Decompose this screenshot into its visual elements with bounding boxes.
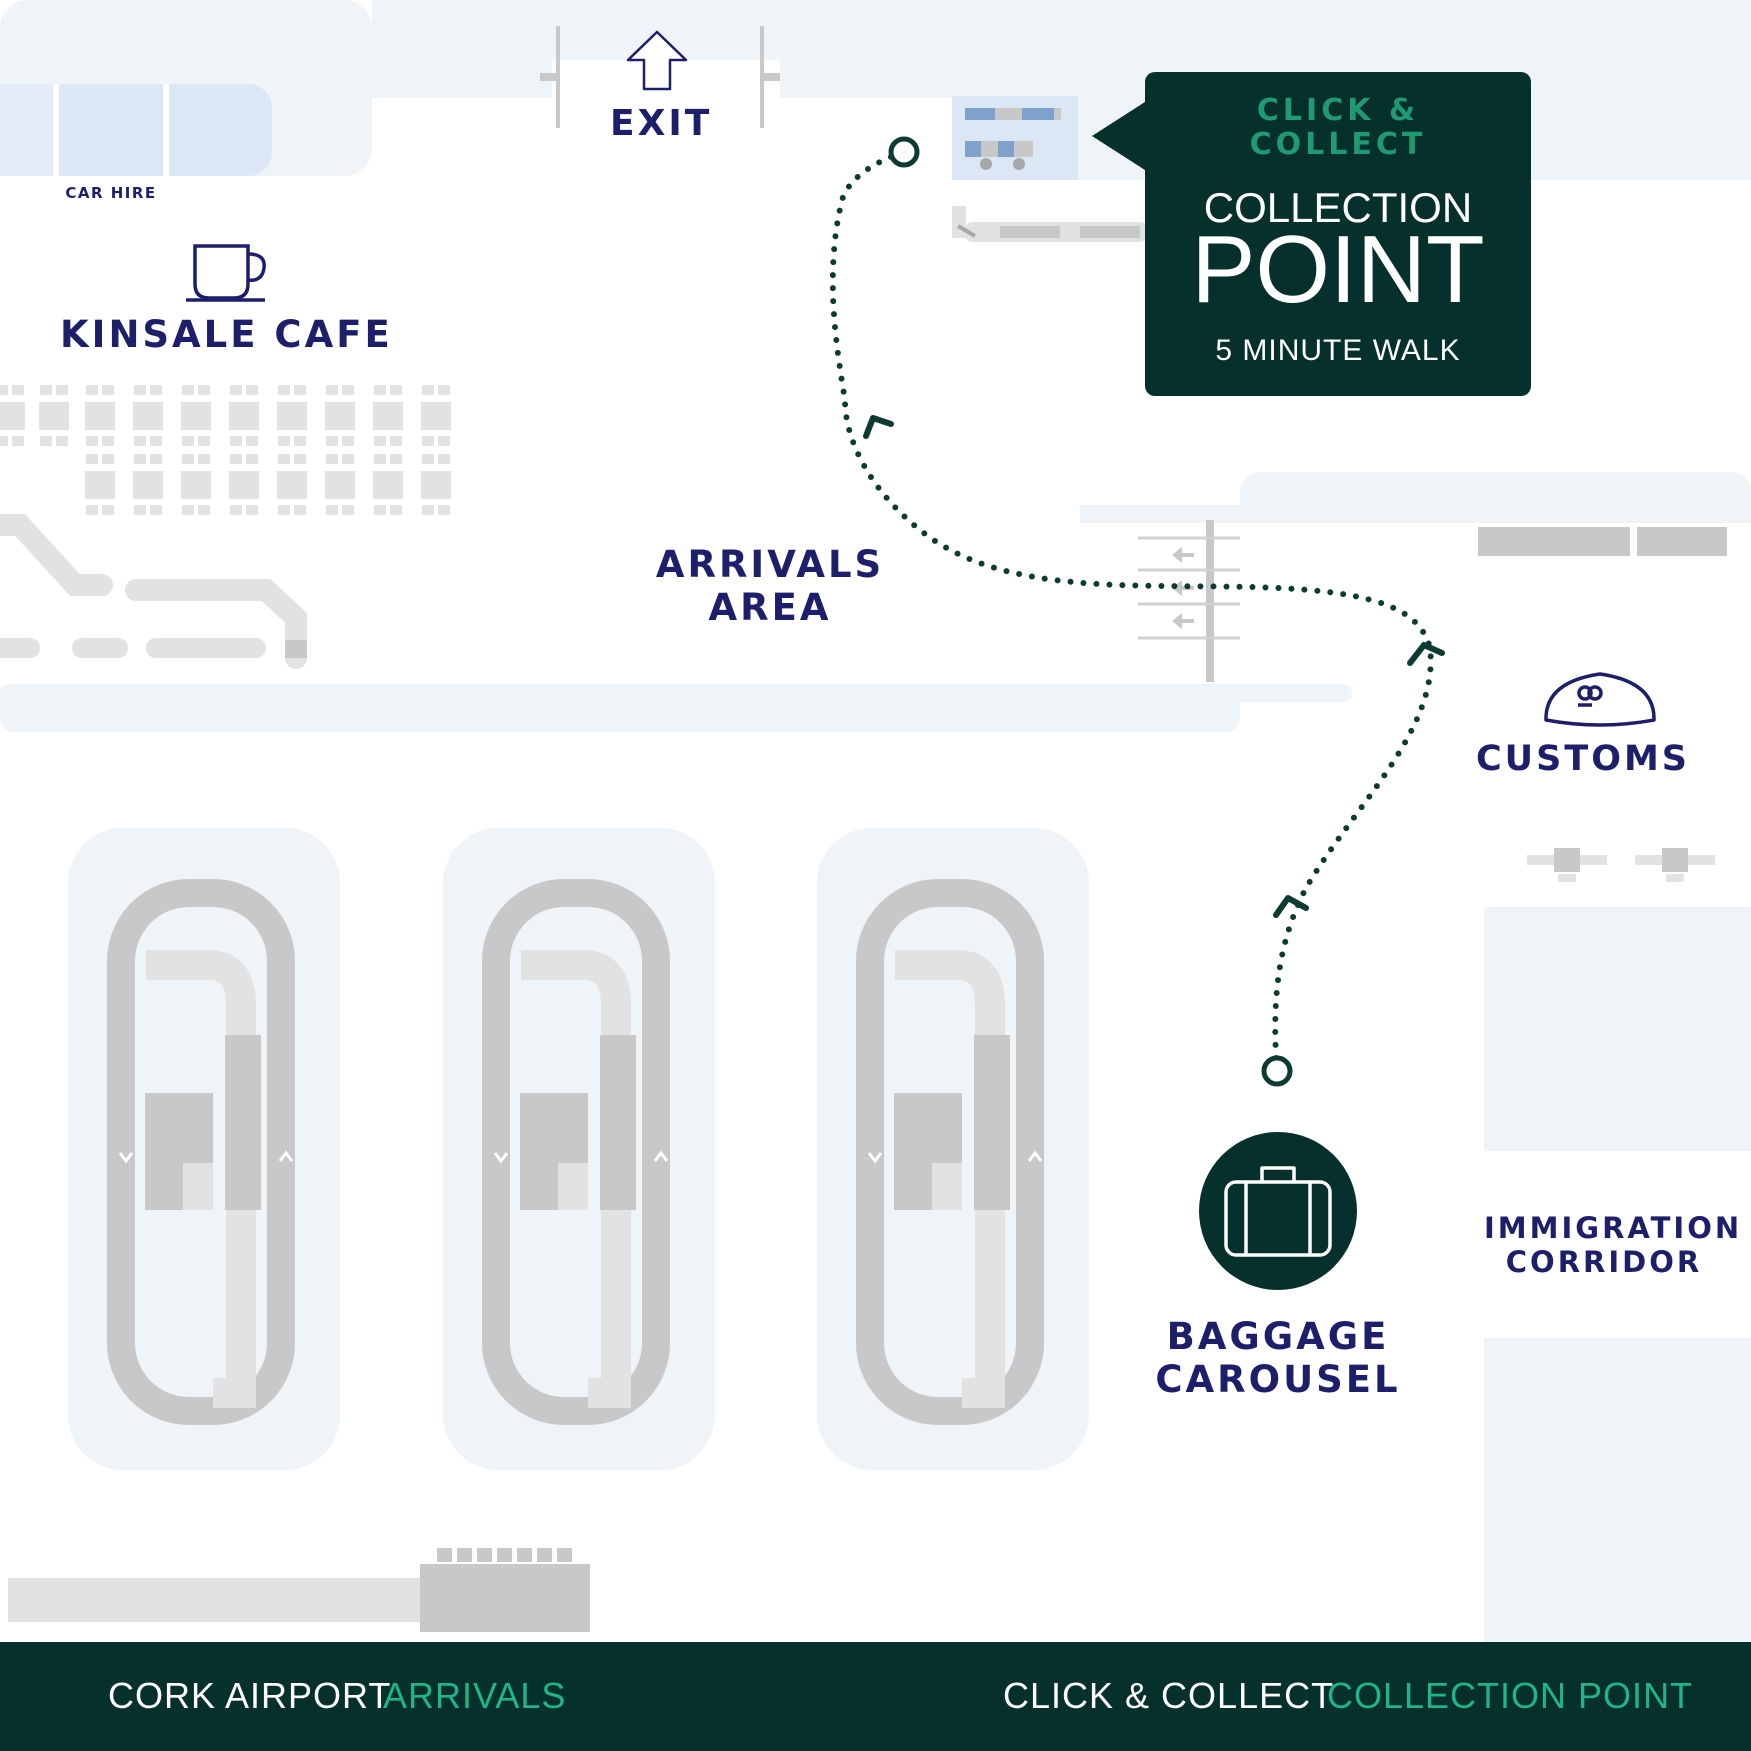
belt-block <box>497 1548 512 1562</box>
cafe-table <box>181 454 211 515</box>
rails <box>0 514 307 669</box>
cafe-table <box>85 385 115 446</box>
exit-label: EXIT <box>610 103 713 144</box>
route-end-marker <box>888 136 920 168</box>
arrivals-line2: AREA <box>708 586 832 629</box>
cafe-seating <box>0 385 451 515</box>
collection-title-line1: COLLECTION <box>1203 184 1473 231</box>
belt-block <box>437 1548 452 1562</box>
cafe-table <box>277 454 307 515</box>
collection-title-line2: POINT <box>1191 216 1485 323</box>
cafe-table <box>373 454 403 515</box>
click-collect-brand-line1: CLICK & <box>1256 93 1420 128</box>
trolley-bay <box>952 96 1146 242</box>
baggage-line1: BAGGAGE <box>1166 1315 1390 1358</box>
click-collect-brand-line2: COLLECT <box>1249 127 1427 162</box>
belt-block <box>477 1548 492 1562</box>
customs-officer-cap-icon <box>1544 672 1656 727</box>
baggage-line2: CAROUSEL <box>1155 1358 1401 1401</box>
cafe-table <box>325 385 355 446</box>
cafe-table <box>421 454 451 515</box>
footer-service-point: COLLECTION POINT <box>1327 1675 1694 1716</box>
belt-block <box>457 1548 472 1562</box>
one-way-gate <box>1138 520 1240 682</box>
walking-route <box>829 136 1445 1087</box>
footer-bar: CORK AIRPORT ARRIVALS CLICK & COLLECT CO… <box>0 1642 1751 1751</box>
arrivals-line1: ARRIVALS <box>655 543 885 586</box>
cafe-table <box>325 454 355 515</box>
immigration-corridor-label: IMMIGRATION CORRIDOR <box>1484 1211 1743 1279</box>
cafe-table <box>229 454 259 515</box>
cafe-table <box>39 385 69 446</box>
cafe-table <box>277 385 307 446</box>
cafe-table <box>133 385 163 446</box>
cafe-table <box>0 385 25 446</box>
footer-location-area: ARRIVALS <box>383 1675 567 1716</box>
cafe-table <box>85 454 115 515</box>
cafe-table <box>373 385 403 446</box>
route-start-marker <box>1261 1055 1293 1087</box>
baggage-carousel-label: BAGGAGE CAROUSEL <box>1150 1318 1406 1398</box>
cafe-table <box>229 385 259 446</box>
carousel <box>443 828 715 1470</box>
coffee-cup-icon <box>186 244 266 302</box>
up-arrow-icon <box>626 30 688 91</box>
collection-point-callout: CLICK & COLLECT COLLECTION POINT 5 MINUT… <box>1145 72 1531 396</box>
callout-pointer <box>1092 100 1148 172</box>
exit-doorway <box>540 26 780 128</box>
belt-block <box>517 1548 532 1562</box>
arrivals-area-label: ARRIVALS AREA <box>650 546 890 626</box>
carousel <box>68 828 340 1470</box>
baggage-carousels <box>68 828 1089 1470</box>
walk-time-label: 5 MINUTE WALK <box>1215 334 1461 367</box>
footer-service: CLICK & COLLECT <box>1003 1675 1335 1716</box>
cafe-table <box>133 454 163 515</box>
route-direction-chevrons <box>863 415 1445 918</box>
customs-booths <box>1478 527 1727 882</box>
belt-block <box>557 1548 572 1562</box>
footer-location: CORK AIRPORT <box>108 1675 392 1716</box>
immigration-line1: IMMIGRATION <box>1484 1211 1743 1245</box>
cafe-table <box>421 385 451 446</box>
car-hire-desks <box>0 84 272 176</box>
cafe-label: KINSALE CAFE <box>60 313 393 356</box>
cafe-table <box>181 385 211 446</box>
immigration-line2: CORRIDOR <box>1505 1245 1703 1279</box>
baggage-belt-bottom <box>8 1548 590 1632</box>
car-hire-label: CAR HIRE <box>65 184 157 202</box>
suitcase-icon <box>1199 1132 1357 1290</box>
customs-label: CUSTOMS <box>1476 739 1690 779</box>
carousel <box>817 828 1089 1470</box>
belt-block <box>537 1548 552 1562</box>
